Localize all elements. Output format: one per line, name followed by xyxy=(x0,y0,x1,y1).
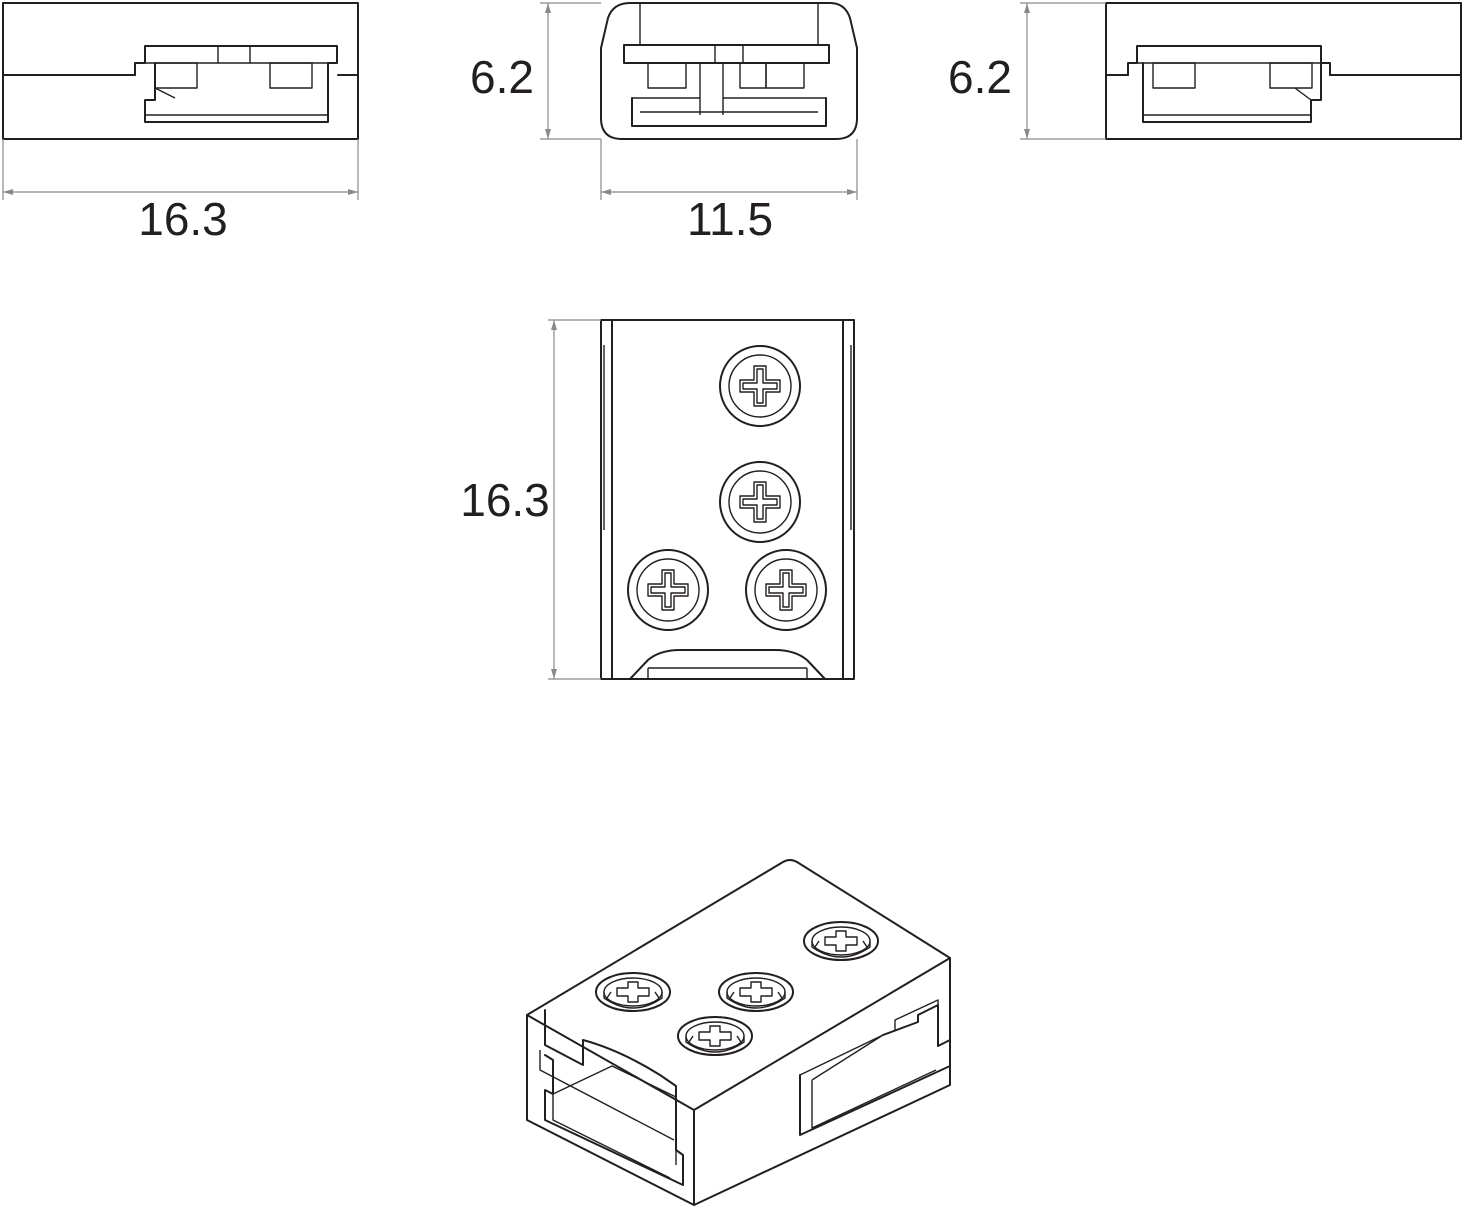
isometric-view xyxy=(526,859,951,1206)
back-view xyxy=(1105,2,1462,140)
back-height-dimension: 6.2 xyxy=(948,2,1106,140)
front-width-dimension: 16.3 xyxy=(2,139,359,245)
iso-screw-1 xyxy=(595,972,671,1012)
side-view xyxy=(600,2,858,140)
side-width-dimension: 11.5 xyxy=(600,139,858,245)
iso-screw-2 xyxy=(718,972,794,1012)
side-height-label: 6.2 xyxy=(470,51,534,103)
top-length-dimension: 16.3 xyxy=(460,319,601,680)
front-view xyxy=(2,2,359,140)
top-view xyxy=(600,319,855,680)
side-width-label: 11.5 xyxy=(687,193,773,245)
screw-2 xyxy=(719,461,801,543)
front-width-label: 16.3 xyxy=(138,193,228,245)
top-length-label: 16.3 xyxy=(460,474,550,526)
screw-4 xyxy=(745,549,827,631)
iso-screw-4 xyxy=(677,1016,753,1056)
side-height-dimension: 6.2 xyxy=(470,2,601,140)
back-height-label: 6.2 xyxy=(948,51,1012,103)
screw-1 xyxy=(719,345,801,427)
iso-screw-3 xyxy=(803,921,879,961)
screw-3 xyxy=(627,549,709,631)
